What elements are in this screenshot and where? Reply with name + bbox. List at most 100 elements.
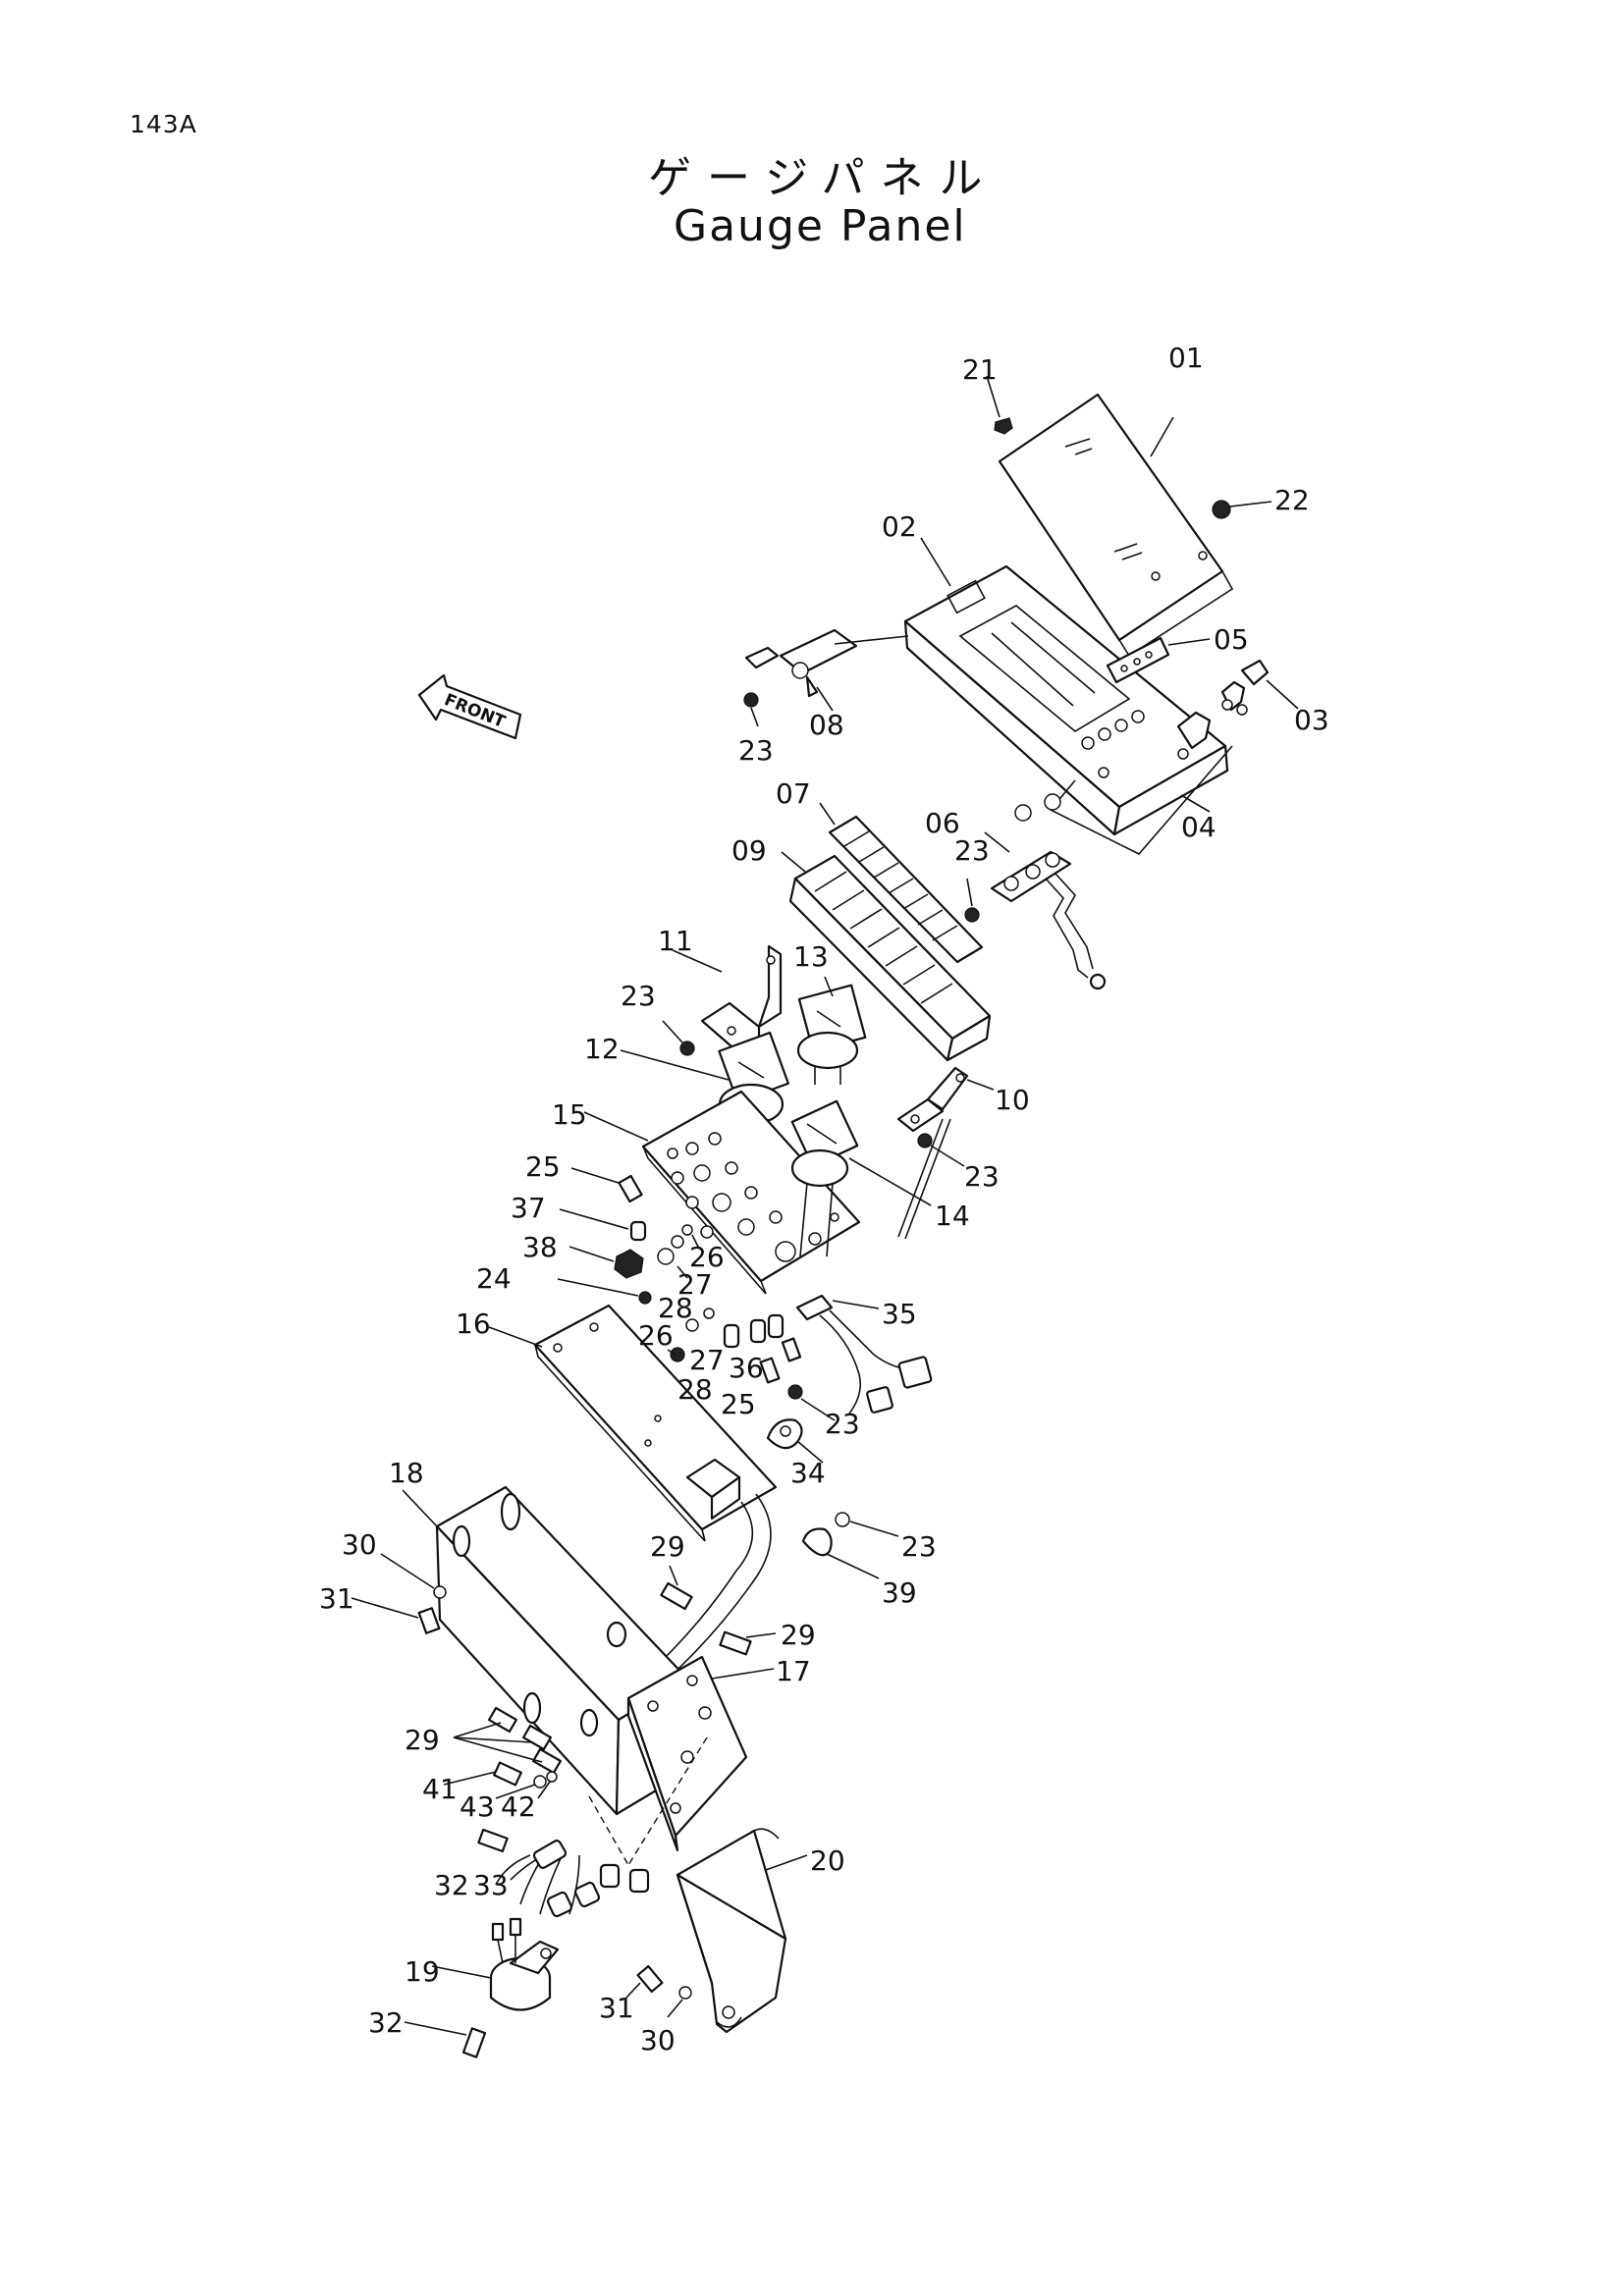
- callout-32-b: 32: [368, 2006, 404, 2039]
- part-38-nut: [568, 1246, 644, 1279]
- guide-line-1: [627, 1736, 708, 1866]
- callout-31-a: 31: [319, 1582, 354, 1615]
- callout-31-b: 31: [599, 1992, 634, 2024]
- part-29-bolts: [453, 1565, 777, 1775]
- callout-12: 12: [584, 1033, 620, 1065]
- part-26-27-28-set-upper: [657, 1224, 700, 1279]
- part-22-screw: [1212, 500, 1272, 519]
- callout-25-b: 25: [721, 1388, 756, 1420]
- callout-13: 13: [793, 940, 829, 973]
- part-23-screw-f: [835, 1512, 899, 1537]
- callout-10: 10: [995, 1084, 1030, 1116]
- callout-28-a: 28: [658, 1292, 693, 1324]
- part-21-screw: [986, 375, 1013, 435]
- title-english: Gauge Panel: [674, 201, 967, 251]
- callout-08: 08: [809, 709, 844, 741]
- part-32-bolt-lower: [404, 2021, 487, 2058]
- leader-01: [1150, 416, 1174, 457]
- callout-22: 22: [1274, 484, 1310, 516]
- title-japanese: ゲージパネル: [648, 153, 999, 203]
- callout-11: 11: [658, 925, 693, 957]
- callout-36: 36: [729, 1352, 764, 1384]
- part-36-sockets: [723, 1313, 784, 1349]
- callout-20: 20: [810, 1844, 845, 1877]
- callout-23-e: 23: [825, 1408, 860, 1440]
- callout-26-a: 26: [689, 1241, 725, 1273]
- callout-18: 18: [389, 1457, 424, 1489]
- part-30-31-left: [351, 1553, 447, 1634]
- callout-28-b: 28: [677, 1373, 713, 1406]
- callout-35: 35: [882, 1298, 917, 1330]
- callout-24: 24: [476, 1262, 512, 1295]
- part-30-31-right: [625, 1964, 692, 2018]
- callout-23-c: 23: [621, 980, 656, 1012]
- part-37-bulb: [559, 1208, 647, 1242]
- part-19-relay: [431, 1917, 560, 2011]
- callout-05: 05: [1214, 623, 1249, 656]
- callout-29-a: 29: [650, 1530, 685, 1563]
- callout-27-a: 27: [677, 1268, 713, 1301]
- front-arrow: FRONT: [417, 673, 522, 740]
- part-08-lamp: [744, 628, 909, 712]
- part-23-screw-a: [743, 692, 759, 727]
- callout-09: 09: [731, 834, 767, 867]
- callout-15: 15: [552, 1098, 587, 1131]
- callout-23-d: 23: [964, 1160, 1000, 1193]
- part-13-gauge: [796, 976, 867, 1085]
- part-26-27-28-set-lower: [667, 1308, 715, 1362]
- callout-14: 14: [935, 1200, 970, 1232]
- part-23-screw-e: [787, 1384, 836, 1421]
- part-15-mounting-plate: [583, 1090, 861, 1295]
- callout-38: 38: [522, 1231, 558, 1263]
- page-number: 143A: [130, 110, 197, 138]
- leader-04: [1180, 794, 1211, 813]
- callout-39: 39: [882, 1576, 917, 1609]
- callout-01: 01: [1168, 342, 1204, 374]
- part-24-screw: [557, 1278, 652, 1305]
- part-23-screw-b: [964, 878, 980, 923]
- part-25-connector-lower: [759, 1337, 802, 1384]
- callout-labels: 21 01 22 02 05 03 08 23 04 07 06 23 09 1…: [319, 342, 1329, 2056]
- callout-23-f: 23: [901, 1530, 937, 1563]
- callout-06: 06: [925, 807, 960, 839]
- part-17-bracket-plate: [626, 1655, 775, 1852]
- callout-16: 16: [456, 1308, 491, 1340]
- leader-04b: [1049, 745, 1233, 855]
- callout-41: 41: [422, 1773, 458, 1805]
- part-14-gauge: [790, 1099, 932, 1257]
- part-35-harness: [795, 1294, 933, 1415]
- leader-02: [920, 537, 951, 587]
- part-23-screw-c: [662, 1020, 695, 1056]
- part-16-connector: [642, 1458, 772, 1684]
- part-07-indicator-strip: [819, 802, 984, 964]
- part-10-bracket: [896, 1066, 995, 1240]
- part-03-switch: [1176, 659, 1299, 750]
- callout-02: 02: [882, 510, 917, 543]
- part-41-42-43-set: [443, 1761, 558, 1799]
- part-06-switch-plate: [984, 793, 1107, 990]
- callout-27-b: 27: [689, 1344, 725, 1376]
- callout-19: 19: [405, 1955, 440, 1988]
- callout-33: 33: [473, 1869, 509, 1901]
- callout-23-a: 23: [738, 734, 774, 767]
- callout-21: 21: [962, 353, 998, 386]
- part-23-screw-d: [917, 1133, 965, 1167]
- part-25-connector: [570, 1167, 643, 1203]
- callout-23-b: 23: [954, 834, 990, 867]
- callout-04: 04: [1181, 811, 1217, 843]
- guide-line-2: [588, 1795, 629, 1866]
- callout-07: 07: [776, 777, 811, 810]
- part-01-cover: [998, 393, 1234, 658]
- callout-26-b: 26: [638, 1319, 674, 1352]
- callout-29-b: 29: [781, 1619, 816, 1651]
- wire-harness-lower: [519, 1840, 650, 1918]
- callout-25-a: 25: [525, 1150, 561, 1183]
- callout-37: 37: [511, 1192, 546, 1224]
- part-39-clamp: [801, 1527, 880, 1579]
- part-05-plate: [1106, 636, 1211, 684]
- callout-34: 34: [790, 1457, 826, 1489]
- callout-17: 17: [776, 1655, 811, 1687]
- callout-43: 43: [460, 1790, 495, 1823]
- callout-42: 42: [501, 1790, 536, 1823]
